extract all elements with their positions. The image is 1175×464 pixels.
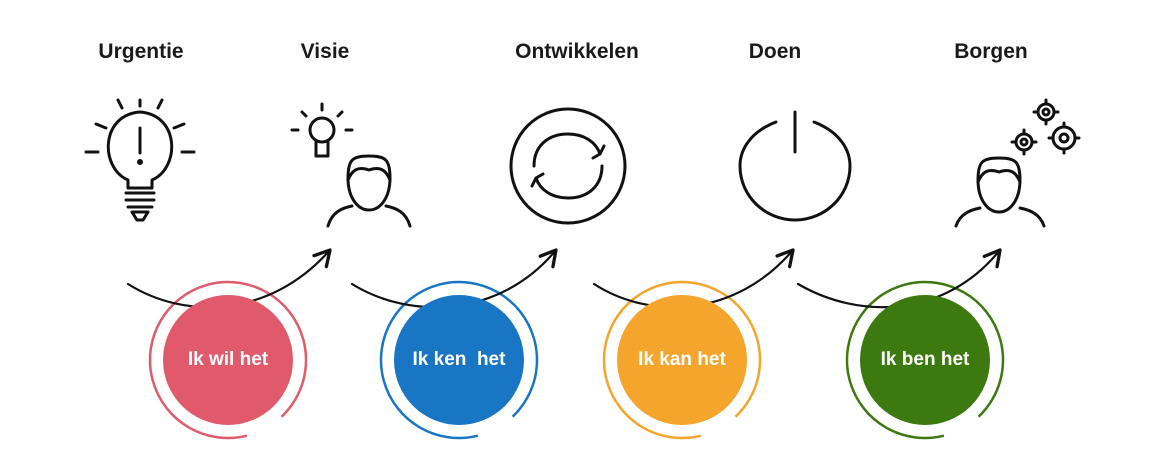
arrow-doen-to-borgen (796, 248, 1002, 309)
badge-ik-ben-het: Ik ben het (860, 295, 990, 425)
badge-rings (148, 280, 1005, 440)
badge-ik-ken-het: Ik ken het (394, 295, 524, 425)
badge-ik-kan-het: Ik kan het (617, 295, 747, 425)
step-title-ontwikkelen: Ontwikkelen (515, 40, 639, 63)
person-idea-icon (290, 102, 412, 228)
cycle-icon (509, 107, 627, 225)
step-title-visie: Visie (300, 40, 350, 63)
step-title-doen: Doen (748, 40, 802, 63)
step-title-urgentie: Urgentie (98, 40, 184, 63)
lightbulb-icon (84, 98, 196, 222)
badge-ik-wil-het: Ik wil het (163, 295, 293, 425)
step-title-borgen: Borgen (954, 40, 1028, 63)
power-icon (738, 110, 852, 222)
person-gears-icon (954, 98, 1081, 228)
